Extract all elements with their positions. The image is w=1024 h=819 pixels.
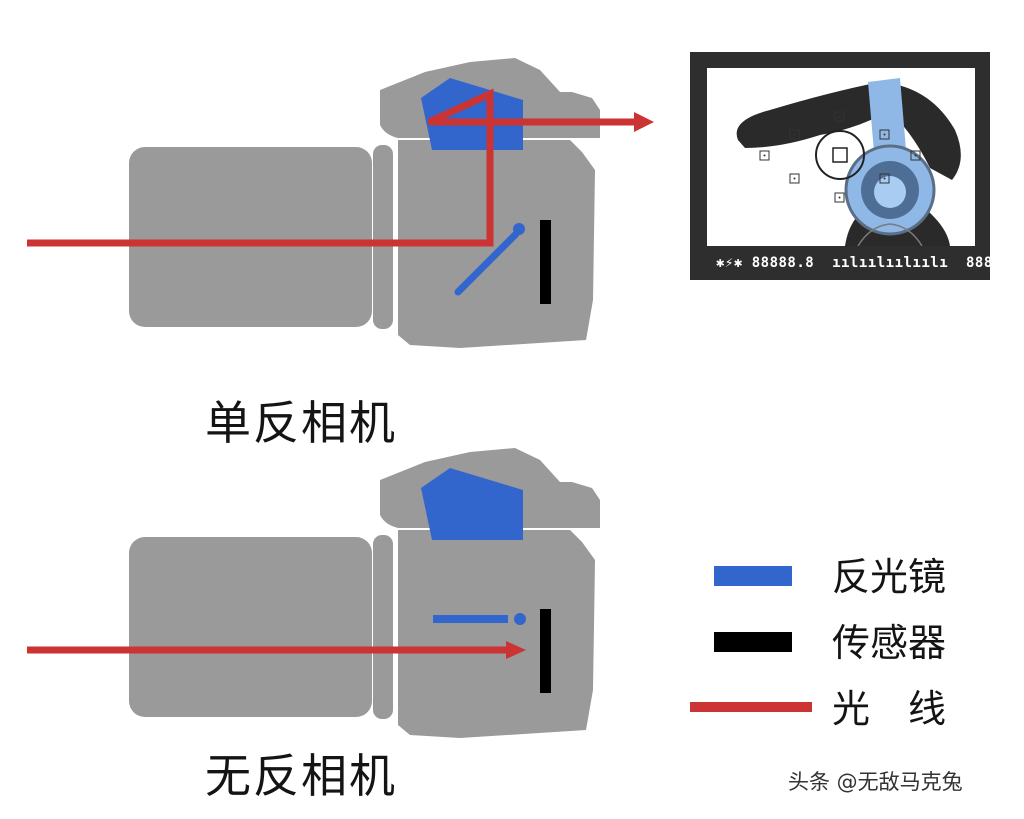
dslr-sensor (540, 220, 551, 304)
dslr-camera (27, 58, 654, 348)
mirrorless-viewfinder-block (421, 468, 523, 540)
focus-circle (815, 130, 865, 180)
mirrorless-sensor (540, 609, 551, 693)
headphone-band (868, 78, 906, 152)
legend-label-sensor: 传感器 (832, 621, 947, 665)
dslr-pentaprism (421, 78, 523, 150)
legend-swatch-light (690, 702, 812, 712)
viewfinder-status-bar: ✱⚡✱ 88888.8 ıılıılıılıılı 8888⁺⁻8● (716, 255, 1024, 271)
mirrorless-camera (27, 448, 600, 738)
dslr-mirror-pivot (513, 223, 525, 235)
legend-swatch-sensor (714, 632, 792, 652)
watermark: 头条 @无敌马克兔 (788, 770, 963, 794)
legend-label-light: 光 线 (832, 687, 947, 731)
dslr-reflex-mirror (454, 230, 520, 296)
mirrorless-caption: 无反相机 (205, 749, 397, 803)
dslr-caption: 单反相机 (205, 396, 397, 450)
af-points (759, 111, 921, 203)
subject-hair (736, 82, 890, 148)
viewfinder-view (690, 52, 990, 280)
legend-swatch-mirror (714, 566, 792, 586)
dslr-light-path (27, 88, 634, 247)
legend-label-mirror: 反光镜 (832, 555, 947, 599)
dslr-light-arrowhead (634, 112, 654, 132)
mirrorless-light-arrowhead (506, 641, 526, 659)
mirrorless-mirror-pivot (514, 613, 526, 625)
